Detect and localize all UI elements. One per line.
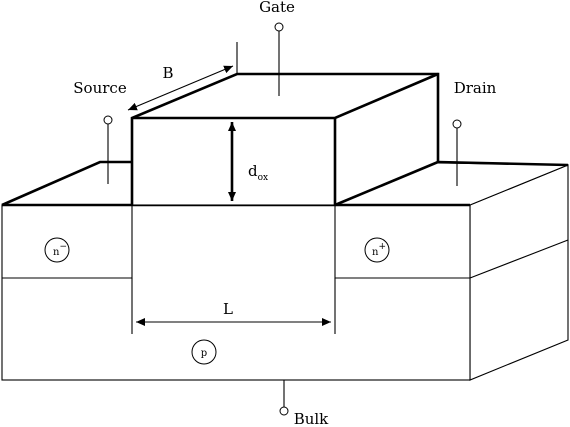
drain-top-back-edge [437,160,569,167]
substrate-block [1,161,569,381]
drain-doping-marker: n+ [364,237,390,263]
substrate-doping-circle [191,339,217,365]
source-doping-circle [44,237,70,263]
gate-width-arrow [127,65,234,111]
bulk-terminal-icon [279,406,289,416]
side-junction-line [469,239,569,279]
drain-terminal: Drain [452,79,497,186]
source-top-back-edge [1,160,132,207]
source-doping-label: n [53,247,60,258]
oxide-thickness-label: dox [248,162,268,183]
drain-doping-sup: + [378,242,386,252]
gate-label: Gate [259,0,295,16]
gate-terminal: Gate [259,0,295,96]
substrate-front-face [1,204,471,381]
drain-terminal-icon [452,119,462,129]
source-doping-sup: − [59,242,67,252]
svg-text:n+: n+ [372,242,386,258]
source-label: Source [73,79,127,97]
substrate-doping-label: p [201,348,207,359]
channel-length-label: L [223,300,233,318]
source-terminal: Source [73,79,127,184]
drain-label: Drain [454,79,497,97]
substrate-top-left [1,161,133,206]
svg-text:n−: n− [53,242,67,258]
gate-terminal-icon [274,22,284,32]
bulk-label: Bulk [294,410,329,427]
gate-front-face [131,117,336,206]
bulk-terminal: Bulk [279,380,329,427]
source-doping-marker: n− [44,237,70,263]
drain-doping-label: n [372,247,379,258]
substrate-doping-marker: p [191,339,217,365]
gate-outline-bottom-side [334,160,439,207]
drain-doping-circle [364,237,390,263]
gate-width-label: B [162,64,173,82]
source-terminal-icon [103,115,113,125]
